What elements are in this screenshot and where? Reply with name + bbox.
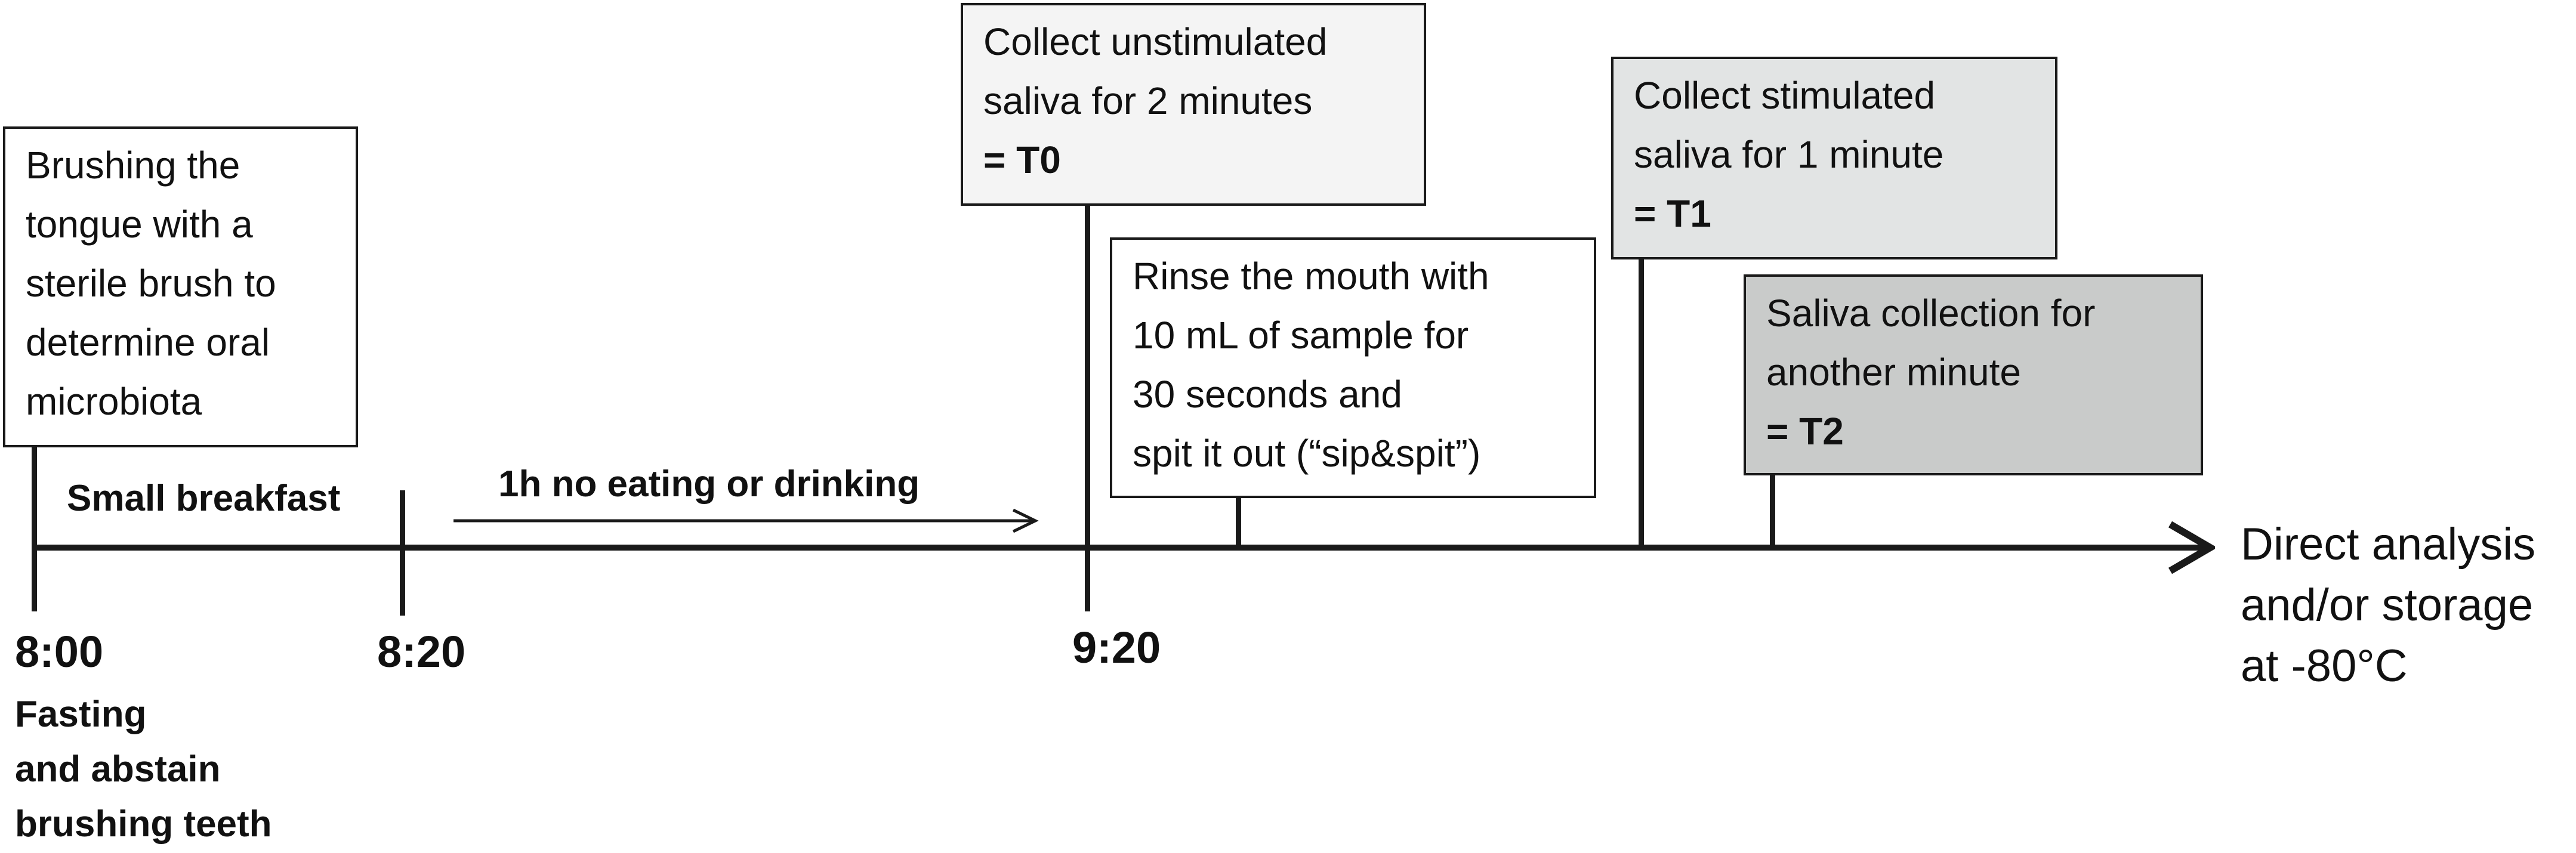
rinse-line-3: 30 seconds and	[1133, 373, 1402, 416]
time-8-00: 8:00	[15, 627, 104, 676]
timeline-arrowhead	[2168, 521, 2215, 574]
timeline-axis	[33, 545, 2211, 551]
small-breakfast-label: Small breakfast	[67, 478, 341, 519]
tick-8-00	[32, 447, 37, 611]
rinse-line-2: 10 mL of sample for	[1133, 314, 1469, 357]
t2-step-box: Saliva collection for another minute = T…	[1744, 274, 2203, 475]
t1-step-box: Collect stimulated saliva for 1 minute =…	[1611, 57, 2057, 259]
t1-line-2: saliva for 1 minute	[1634, 133, 1944, 176]
time-8-20: 8:20	[377, 627, 466, 676]
t1-connector	[1639, 259, 1644, 548]
t1-label: = T1	[1634, 192, 1711, 235]
rinse-line-4: spit it out (“sip&spit”)	[1133, 432, 1481, 475]
t0-line-1: Collect unstimulated	[983, 20, 1328, 63]
no-eating-label: 1h no eating or drinking	[498, 463, 920, 505]
t2-line-2: another minute	[1766, 351, 2021, 394]
brushing-line-5: microbiota	[26, 380, 202, 423]
rinse-connector	[1236, 498, 1241, 548]
t0-label: = T0	[983, 138, 1061, 181]
tick-8-20	[400, 490, 405, 616]
t2-label: = T2	[1766, 410, 1844, 453]
rinse-line-1: Rinse the mouth with	[1133, 255, 1489, 298]
t2-connector	[1770, 475, 1775, 548]
brushing-line-3: sterile brush to	[26, 262, 276, 305]
t0-line-2: saliva for 2 minutes	[983, 79, 1313, 122]
fasting-note: Fasting and abstain brushing teeth	[15, 687, 272, 852]
end-destination-label: Direct analysis and/or storage at -80°C	[2241, 514, 2535, 697]
brushing-line-4: determine oral	[26, 321, 270, 364]
t2-line-1: Saliva collection for	[1766, 292, 2096, 335]
brushing-line-2: tongue with a	[26, 203, 253, 246]
rinse-step-box: Rinse the mouth with 10 mL of sample for…	[1110, 237, 1596, 498]
t0-step-box: Collect unstimulated saliva for 2 minute…	[961, 3, 1426, 206]
end-line-2: and/or storage	[2241, 580, 2534, 631]
t1-line-1: Collect stimulated	[1634, 74, 1936, 117]
brushing-line-1: Brushing the	[26, 144, 240, 187]
end-line-3: at -80°C	[2241, 641, 2408, 691]
tick-9-20	[1085, 205, 1090, 611]
end-line-1: Direct analysis	[2241, 519, 2536, 570]
fasting-line-1: Fasting	[15, 694, 147, 735]
time-9-20: 9:20	[1072, 623, 1161, 672]
fasting-line-3: brushing teeth	[15, 803, 272, 845]
fasting-line-2: and abstain	[15, 749, 221, 790]
brushing-step-box: Brushing the tongue with a sterile brush…	[3, 126, 358, 447]
no-eating-arrow	[454, 508, 1039, 533]
